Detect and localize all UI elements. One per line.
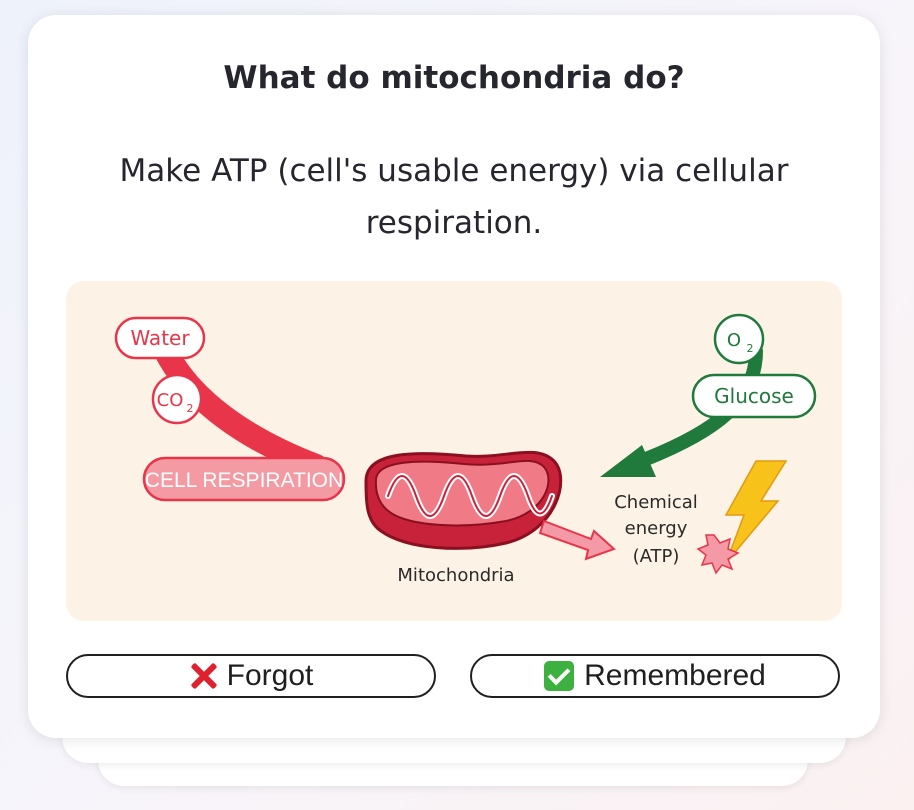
water-label: Water — [114, 316, 206, 360]
red-output-arrow — [149, 329, 328, 478]
green-arrow-head — [600, 445, 656, 477]
mitochondria-caption: Mitochondria — [397, 565, 514, 586]
cross-mark-icon — [189, 662, 217, 690]
glucose-label: Glucose — [691, 373, 817, 419]
flashcard: What do mitochondria do? Make ATP (cell'… — [28, 15, 880, 738]
illustration-svg: Water CO 2 CELL RESPIRATION Mitochondria — [114, 313, 817, 586]
svg-text:Water: Water — [130, 326, 190, 350]
forgot-button-label: Forgot — [226, 659, 314, 692]
check-mark-icon — [544, 661, 575, 691]
remembered-button-label: Remembered — [584, 659, 766, 692]
spark-burst-icon — [696, 534, 740, 575]
chemical-energy-label: Chemical energy (ATP) — [614, 492, 698, 567]
svg-text:(ATP): (ATP) — [633, 546, 680, 567]
svg-text:2: 2 — [747, 342, 754, 355]
svg-text:energy: energy — [625, 518, 688, 539]
card-answer: Make ATP (cell's usable energy) via cell… — [119, 153, 789, 241]
lightning-bolt-icon — [724, 460, 788, 564]
co2-label: CO 2 — [151, 373, 203, 425]
svg-text:CO: CO — [157, 390, 184, 411]
card-question: What do mitochondria do? — [223, 60, 685, 96]
svg-text:2: 2 — [187, 402, 194, 415]
svg-text:CELL RESPIRATION: CELL RESPIRATION — [145, 469, 343, 492]
mitochondria-illustration: Water CO 2 CELL RESPIRATION Mitochondria — [66, 281, 842, 621]
cell-respiration-label: CELL RESPIRATION — [142, 456, 346, 502]
pink-energy-arrow — [538, 519, 616, 561]
svg-text:Chemical: Chemical — [614, 492, 698, 513]
forgot-button[interactable]: Forgot — [66, 654, 436, 698]
mitochondria-organelle — [364, 450, 563, 550]
o2-label: O 2 — [713, 313, 765, 365]
svg-text:Glucose: Glucose — [714, 384, 794, 408]
remembered-button[interactable]: Remembered — [470, 654, 840, 698]
svg-text:O: O — [727, 330, 741, 351]
